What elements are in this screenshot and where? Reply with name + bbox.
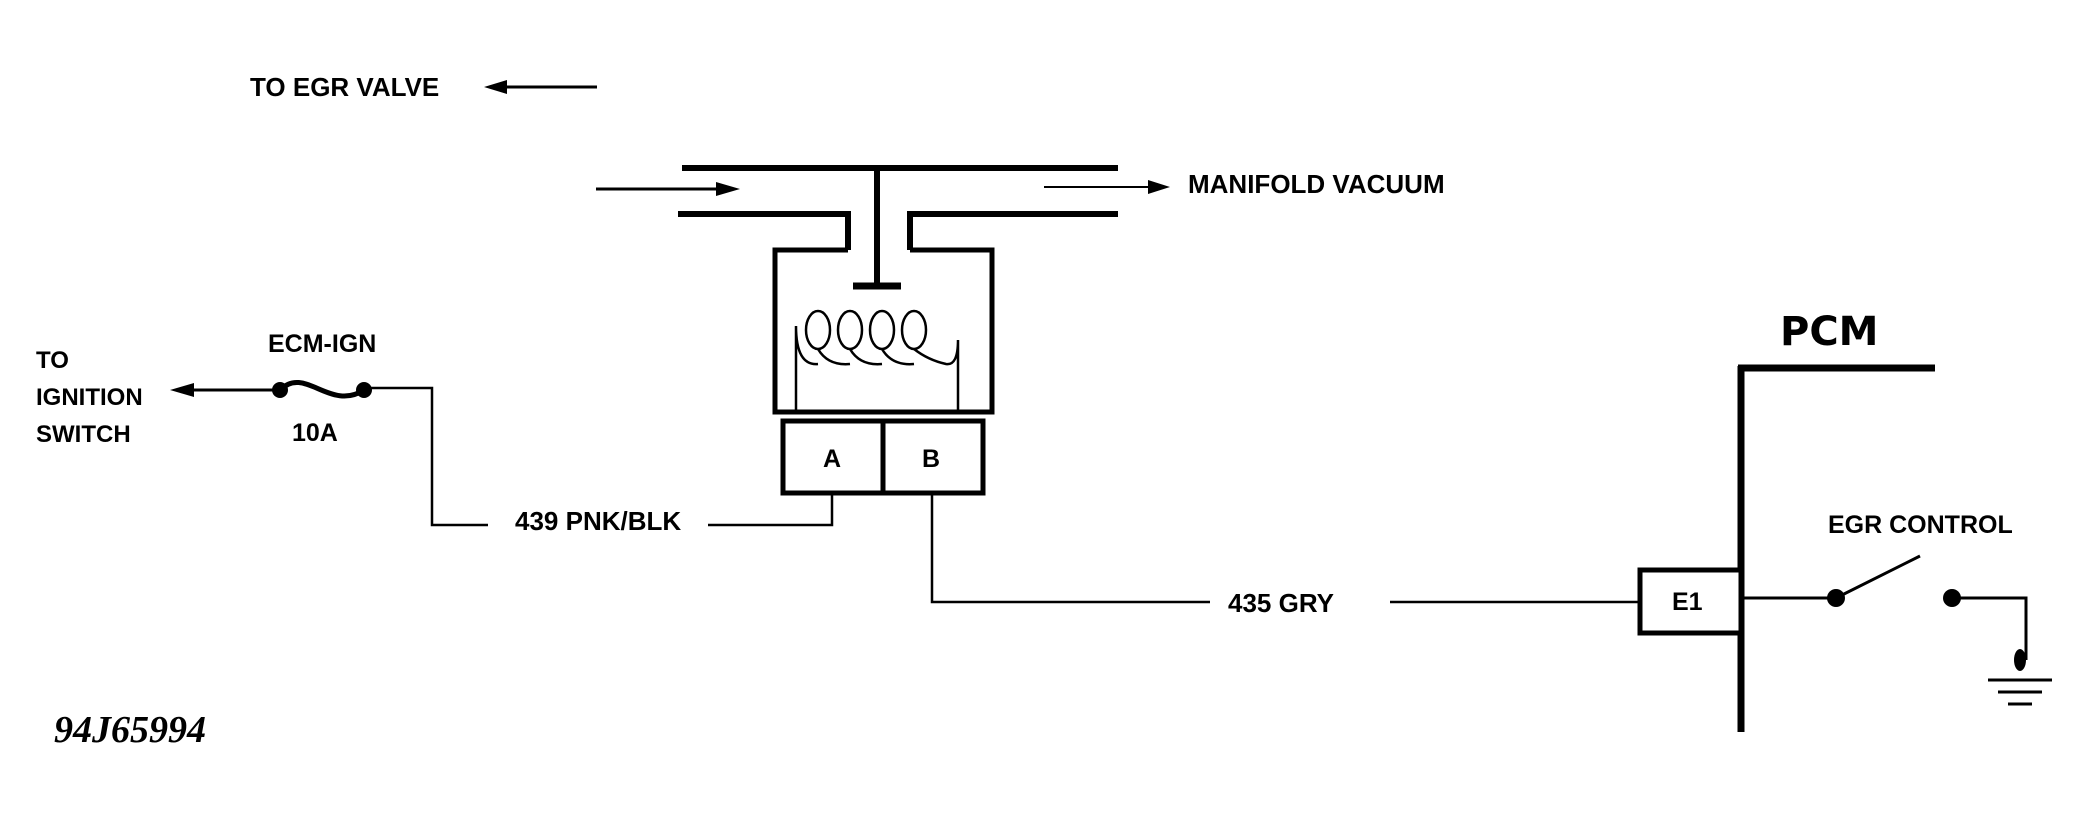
terminal-a-label: A: [823, 445, 841, 473]
wire-b-label: 435 GRY: [1228, 588, 1334, 618]
inlet-flow-arrow: [596, 182, 740, 196]
manifold-vacuum-label: MANIFOLD VACUUM: [1188, 169, 1445, 199]
solenoid-coil-icon: [794, 309, 960, 410]
fuse-rating-label: 10A: [292, 419, 338, 447]
ignition-feed-arrow: [170, 383, 280, 397]
egr-valve-arrow: [484, 80, 597, 94]
fuse-name-label: ECM-IGN: [268, 330, 376, 358]
to-ignition-label-line1: TO: [36, 347, 69, 374]
ground-icon: [1988, 649, 2052, 706]
terminal-b-label: B: [922, 445, 940, 473]
pcm-terminal-label: E1: [1672, 588, 1703, 616]
wire-435: [930, 493, 1640, 604]
wire-a-label: 439 PNK/BLK: [515, 506, 681, 536]
fuse-icon: [272, 380, 372, 399]
to-ignition-label-line2: IGNITION: [36, 384, 143, 411]
egr-solenoid: [772, 166, 995, 496]
egr-control-label: EGR CONTROL: [1828, 511, 2013, 539]
vacuum-pipes: [678, 165, 1118, 250]
to-ignition-label-line3: SWITCH: [36, 421, 131, 448]
pcm-terminal-e1: [1637, 567, 1744, 636]
manifold-vacuum-arrow: [1044, 180, 1170, 194]
pcm-boundary: [1737, 364, 1935, 732]
pcm-label: PCM: [1780, 309, 1878, 355]
wire-439: [364, 386, 834, 527]
to-egr-valve-label: TO EGR VALVE: [250, 72, 439, 102]
figure-id-label: 94J65994: [54, 709, 206, 751]
egr-control-switch-icon: [1741, 554, 2028, 660]
